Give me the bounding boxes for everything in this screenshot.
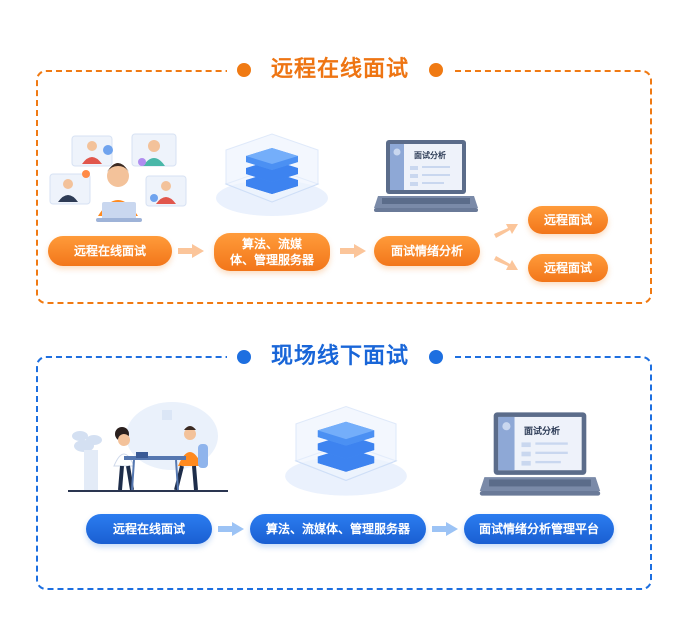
remote-step-server-line1: 算法、流媒 (241, 237, 302, 251)
title-dot-left (236, 63, 251, 77)
remote-step-emotion-analysis: 面试情绪分析 (374, 236, 480, 266)
arrow-right-icon (178, 244, 204, 258)
remote-output-1: 远程面试 (528, 206, 608, 234)
title-dot-right (429, 350, 443, 364)
onsite-step-server: 算法、流媒体、管理服务器 (250, 514, 426, 544)
title-dot-right (429, 63, 443, 77)
remote-step-server-line2: 体、管理服务器 (229, 253, 314, 267)
arrow-right-icon (432, 522, 458, 536)
video-call-people-icon (49, 133, 187, 222)
laptop-analysis-icon: 面试分析 (478, 410, 602, 498)
server-stack-icon (216, 133, 328, 216)
onsite-section-title: 现场线下面试 (270, 344, 409, 369)
remote-step-online-interview: 远程在线面试 (48, 236, 172, 266)
interview-table-icon (68, 402, 228, 492)
onsite-title-bar: 现场线下面试 (0, 341, 680, 373)
laptop-screen-title: 面试分析 (414, 151, 446, 160)
remote-output-2: 远程面试 (528, 254, 608, 282)
onsite-step-online-interview: 远程在线面试 (86, 514, 212, 544)
arrow-right-icon (218, 522, 244, 536)
arrow-right-icon (340, 244, 366, 258)
server-stack-icon (285, 405, 407, 496)
remote-section-title: 远程在线面试 (270, 57, 409, 82)
arrow-down-right-icon (494, 256, 518, 270)
arrow-up-right-icon (494, 224, 518, 238)
laptop-analysis-icon: 面试分析 (374, 138, 478, 214)
title-dot-left (236, 350, 251, 364)
remote-step-server: 算法、流媒 体、管理服务器 (214, 233, 330, 271)
remote-title-bar: 远程在线面试 (0, 54, 680, 86)
laptop-screen-title: 面试分析 (524, 427, 561, 437)
onsite-step-emotion-platform: 面试情绪分析管理平台 (464, 514, 614, 544)
